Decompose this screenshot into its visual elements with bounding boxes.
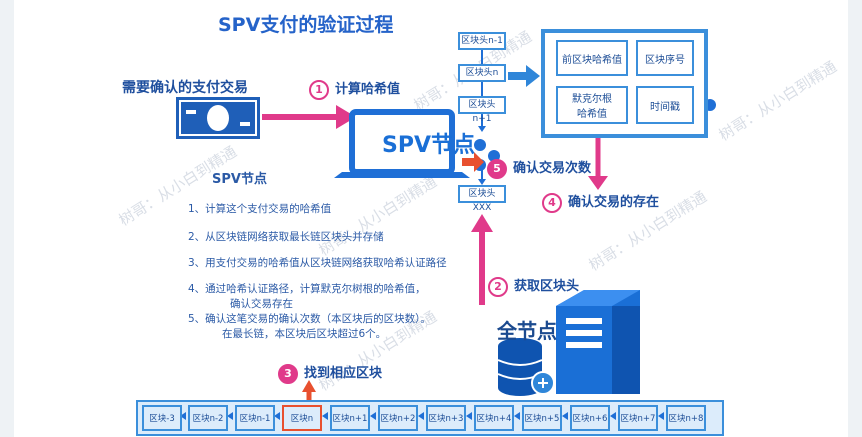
chain-block: 区块n+2 bbox=[378, 405, 418, 431]
step5-label: 5 确认交易次数 bbox=[487, 157, 591, 179]
chain-block: 区块n+4 bbox=[474, 405, 514, 431]
step3-num: 3 bbox=[278, 363, 298, 384]
header-box: 区块头n bbox=[458, 64, 506, 82]
header-box: 区块头n-1 bbox=[458, 32, 506, 50]
chain-block: 区块-3 bbox=[142, 405, 182, 431]
dot-icon bbox=[474, 139, 486, 151]
money-icon bbox=[176, 97, 260, 139]
header-box: 区块头n+1 bbox=[458, 96, 506, 124]
left-margin bbox=[0, 0, 14, 437]
step3-label: 3 找到相应区块 bbox=[278, 362, 382, 384]
timestamp-field: 时间戳 bbox=[636, 86, 694, 124]
chain-block: 区块n-1 bbox=[235, 405, 275, 431]
block-seq-field: 区块序号 bbox=[636, 40, 694, 76]
chain-block: 区块n+3 bbox=[426, 405, 466, 431]
spv-list-item: 5、确认这笔交易的确认次数（本区块后的区块数）。 bbox=[188, 313, 431, 325]
step2-label: 2 获取区块头 bbox=[488, 275, 579, 297]
spv-list-item: 4、通过哈希认证路径，计算默克尔树根的哈希值， bbox=[188, 283, 426, 295]
chain-link-arrows bbox=[180, 412, 664, 420]
spv-node-label: SPV节点 bbox=[382, 133, 475, 158]
step2-text: 获取区块头 bbox=[514, 279, 580, 294]
step1-text: 计算哈希值 bbox=[335, 82, 401, 97]
server-icon bbox=[556, 290, 640, 394]
right-margin bbox=[848, 0, 862, 437]
chain-block: 区块n-2 bbox=[188, 405, 228, 431]
chain-block: 区块n+7 bbox=[618, 405, 658, 431]
chain-block: 区块n+1 bbox=[330, 405, 370, 431]
spv-list-item: 确认交易存在 bbox=[230, 298, 293, 310]
page-title: SPV支付的验证过程 bbox=[218, 14, 394, 36]
prev-hash-field: 前区块哈希值 bbox=[556, 40, 628, 76]
header-box: 区块头XXX bbox=[458, 185, 506, 213]
red-arrow-icon bbox=[462, 152, 484, 172]
step2-num: 2 bbox=[488, 276, 508, 297]
step3-text: 找到相应区块 bbox=[304, 366, 383, 381]
step5-text: 确认交易次数 bbox=[513, 161, 592, 176]
step1-num: 1 bbox=[309, 79, 329, 100]
spv-list-heading: SPV节点 bbox=[212, 172, 267, 187]
step4-text: 确认交易的存在 bbox=[568, 195, 660, 210]
spv-list-item: 3、用支付交易的哈希值从区块链网络获取哈希认证路径 bbox=[188, 257, 447, 269]
spv-list-item: 在最长链，本区块后区块超过6个。 bbox=[222, 328, 387, 340]
chain-block: 区块n+5 bbox=[522, 405, 562, 431]
chain-block-target: 区块n bbox=[282, 405, 322, 431]
step4-label: 4 确认交易的存在 bbox=[542, 191, 659, 213]
step1-label: 1 计算哈希值 bbox=[309, 78, 400, 100]
merkle-root-field: 默克尔根 哈希值 bbox=[556, 86, 628, 124]
database-icon bbox=[497, 338, 555, 396]
spv-list-item: 1、计算这个支付交易的哈希值 bbox=[188, 203, 332, 215]
step5-num: 5 bbox=[487, 158, 507, 179]
step4-num: 4 bbox=[542, 192, 562, 213]
laptop-icon bbox=[334, 109, 470, 178]
chain-block: 区块n+6 bbox=[570, 405, 610, 431]
tx-label: 需要确认的支付交易 bbox=[122, 80, 248, 96]
spv-list-item: 2、从区块链网络获取最长链区块头并存储 bbox=[188, 231, 384, 243]
blue-arrow-icon bbox=[508, 65, 540, 87]
chain-block: 区块n+8 bbox=[666, 405, 706, 431]
full-node-label: 全节点 bbox=[497, 319, 557, 343]
